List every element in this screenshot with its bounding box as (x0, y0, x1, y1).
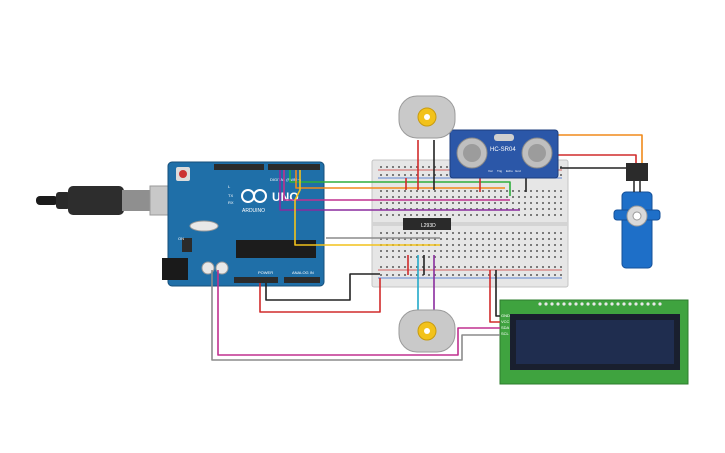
wire-magenta-top (283, 170, 510, 201)
wire-green (289, 170, 511, 196)
lcd-display: GND VCC SDA SCL (499, 299, 689, 385)
lcd-pin-gnd: GND (501, 313, 510, 318)
ultrasonic-label: HC-SR04 (490, 147, 516, 153)
wire-orange-servo (520, 134, 643, 165)
ultrasonic-pin-echo: Echo (506, 169, 513, 173)
arduino-l-label: L (228, 184, 231, 189)
arduino-digital-label: DIGITAL (PWM~) (270, 177, 302, 182)
lcd-pin-sda: SDA (501, 325, 510, 330)
wire-gray-lcd (211, 270, 500, 361)
wires (211, 134, 643, 361)
arduino-analog-label: ANALOG IN (292, 270, 314, 275)
wire-black-lcd (495, 270, 500, 317)
wire-red-servo (555, 154, 637, 165)
hc-sr04-sensor: HC-SR04 Vcc Trig Echo Gnd (449, 129, 559, 179)
servo-motor-icon (613, 163, 661, 269)
wire-black-arduino (265, 273, 380, 301)
arduino-uno-board: UNO ARDUINO DIGITAL (PWM~) POWER ANALOG … (162, 161, 325, 287)
arduino-rx-label: RX (228, 200, 234, 205)
wire-purple-top (279, 170, 520, 211)
breadboard (371, 159, 569, 288)
ultrasonic-pin-gnd: Gnd (515, 169, 521, 173)
driver-chip-label: L293D (421, 223, 436, 229)
arduino-logo-icon (241, 189, 267, 203)
lcd-pin-scl: SCL (501, 331, 510, 336)
arduino-power-label: POWER (258, 270, 273, 275)
wire-red-arduino (259, 278, 381, 313)
wire-orange-top (295, 170, 505, 189)
arduino-brand-label: ARDUINO (242, 208, 265, 214)
arduino-tx-label: TX (228, 193, 233, 198)
usb-cable-icon (36, 185, 187, 216)
dc-motor-icon (398, 309, 456, 353)
dc-motor-icon (398, 95, 456, 139)
ultrasonic-pin-trig: Trig (497, 169, 502, 173)
lcd-pin-vcc: VCC (501, 319, 510, 324)
l293d-driver-chip: L293D (403, 218, 451, 230)
wire-red-lcd (489, 270, 500, 323)
ultrasonic-pin-vcc: Vcc (488, 169, 494, 173)
wire-magenta-lcd (217, 270, 500, 356)
arduino-on-label: ON (178, 236, 184, 241)
wire-yellow (294, 170, 440, 246)
